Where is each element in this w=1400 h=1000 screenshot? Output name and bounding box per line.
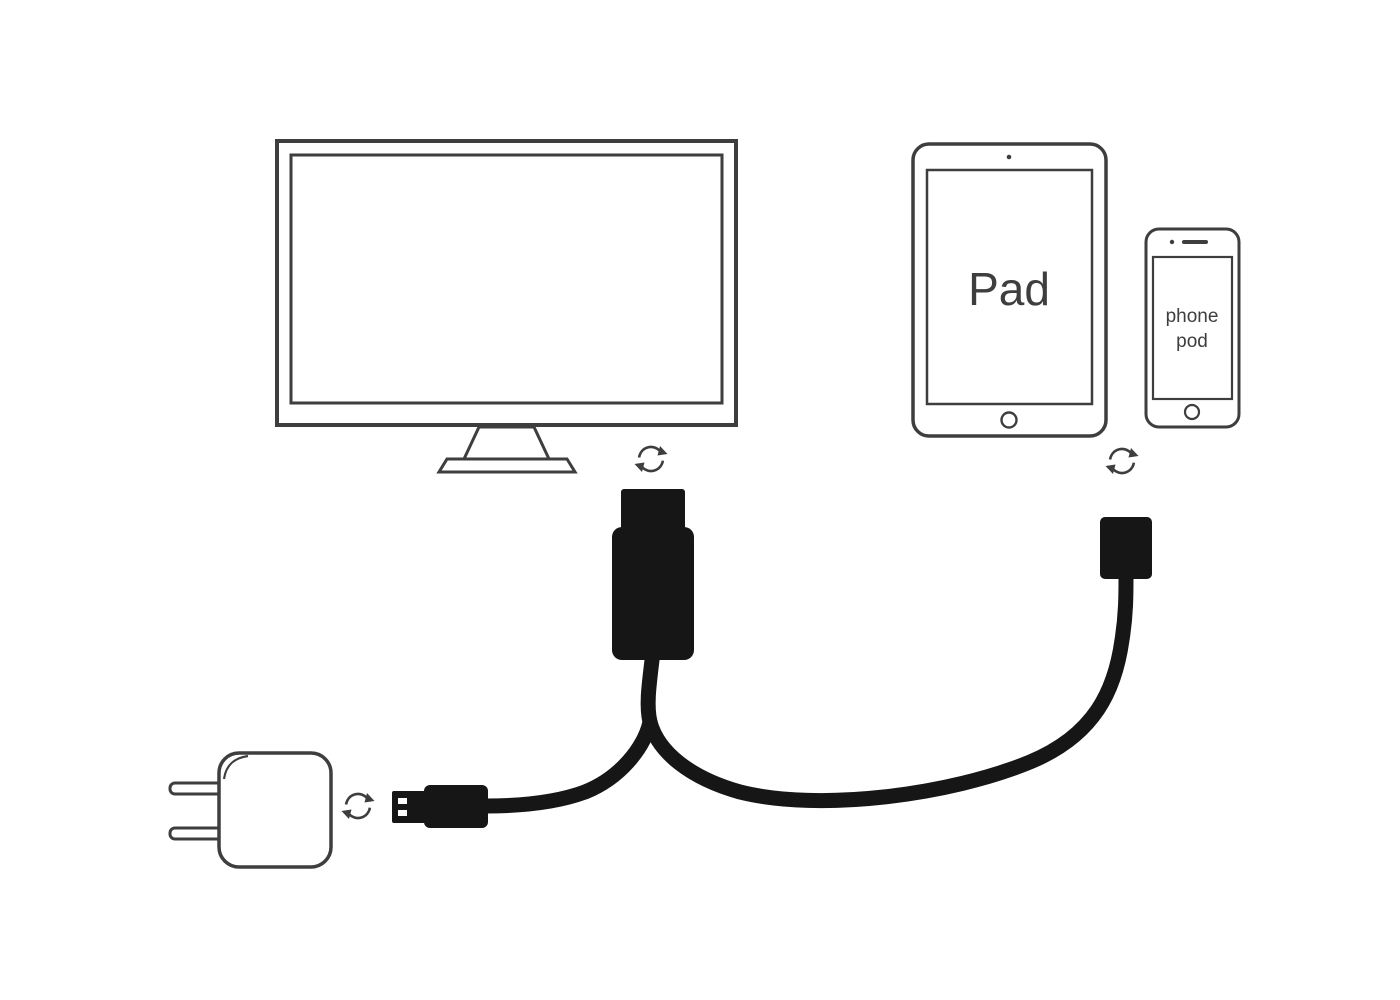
monitor-stand-neck [461, 425, 552, 461]
tablet-screen [925, 168, 1094, 406]
tablet: Pad [911, 142, 1108, 438]
adapter-body [217, 751, 333, 869]
hdmi-connector [612, 489, 694, 660]
cable-trunk [640, 644, 661, 730]
hdmi-plug-body [612, 527, 694, 660]
hdmi-plug-tip [621, 489, 685, 533]
lightning-connector [1100, 517, 1152, 579]
usb-contact-bottom [398, 810, 407, 816]
phone-home-button [1183, 403, 1201, 421]
adapter-prong-bottom [168, 826, 224, 841]
sync-arrows-icon [1104, 443, 1140, 479]
tablet-home-button [1000, 411, 1018, 429]
monitor-stand-base [436, 457, 578, 474]
sync-arrows-icon [633, 441, 669, 477]
phone-label-line1: phone [1166, 306, 1219, 327]
phone-screen [1151, 255, 1234, 401]
monitor [275, 139, 738, 474]
usb-contact-top [398, 798, 407, 804]
phone-camera-dot [1169, 239, 1175, 245]
power-adapter [168, 751, 333, 869]
monitor-screen [289, 153, 724, 405]
phone: phone pod [1144, 227, 1241, 429]
tablet-camera-dot [1006, 154, 1012, 160]
usb-connector [392, 785, 488, 828]
phone-label-line2: pod [1176, 331, 1208, 352]
sync-arrows-icon [340, 788, 376, 824]
adapter-prong-top [168, 781, 224, 796]
cable-branch-usb [478, 714, 658, 814]
tablet-label: Pad [968, 263, 1050, 315]
usb-plug-tip [392, 791, 428, 823]
cable-branch-lightning [642, 568, 1134, 809]
usb-plug-body [424, 785, 488, 828]
adapter-edge-detail [222, 754, 249, 780]
